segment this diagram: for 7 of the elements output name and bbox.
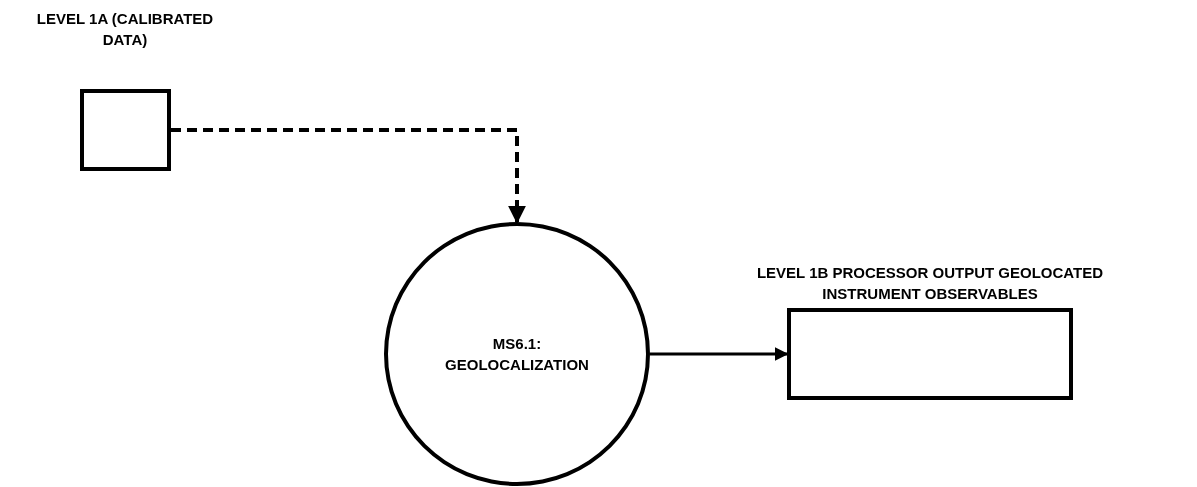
arrow (171, 128, 526, 224)
arrow (650, 347, 789, 361)
data-store-box (787, 308, 1073, 400)
data-store-box (80, 89, 171, 171)
box-heading: LEVEL 1A (CALIBRATED DATA) (35, 9, 215, 50)
box-heading: LEVEL 1B PROCESSOR OUTPUT GEOLOCATED INSTRUMENT OBSERVABLES (755, 263, 1105, 304)
process-label: MS6.1: GEOLOCALIZATION (444, 334, 590, 375)
